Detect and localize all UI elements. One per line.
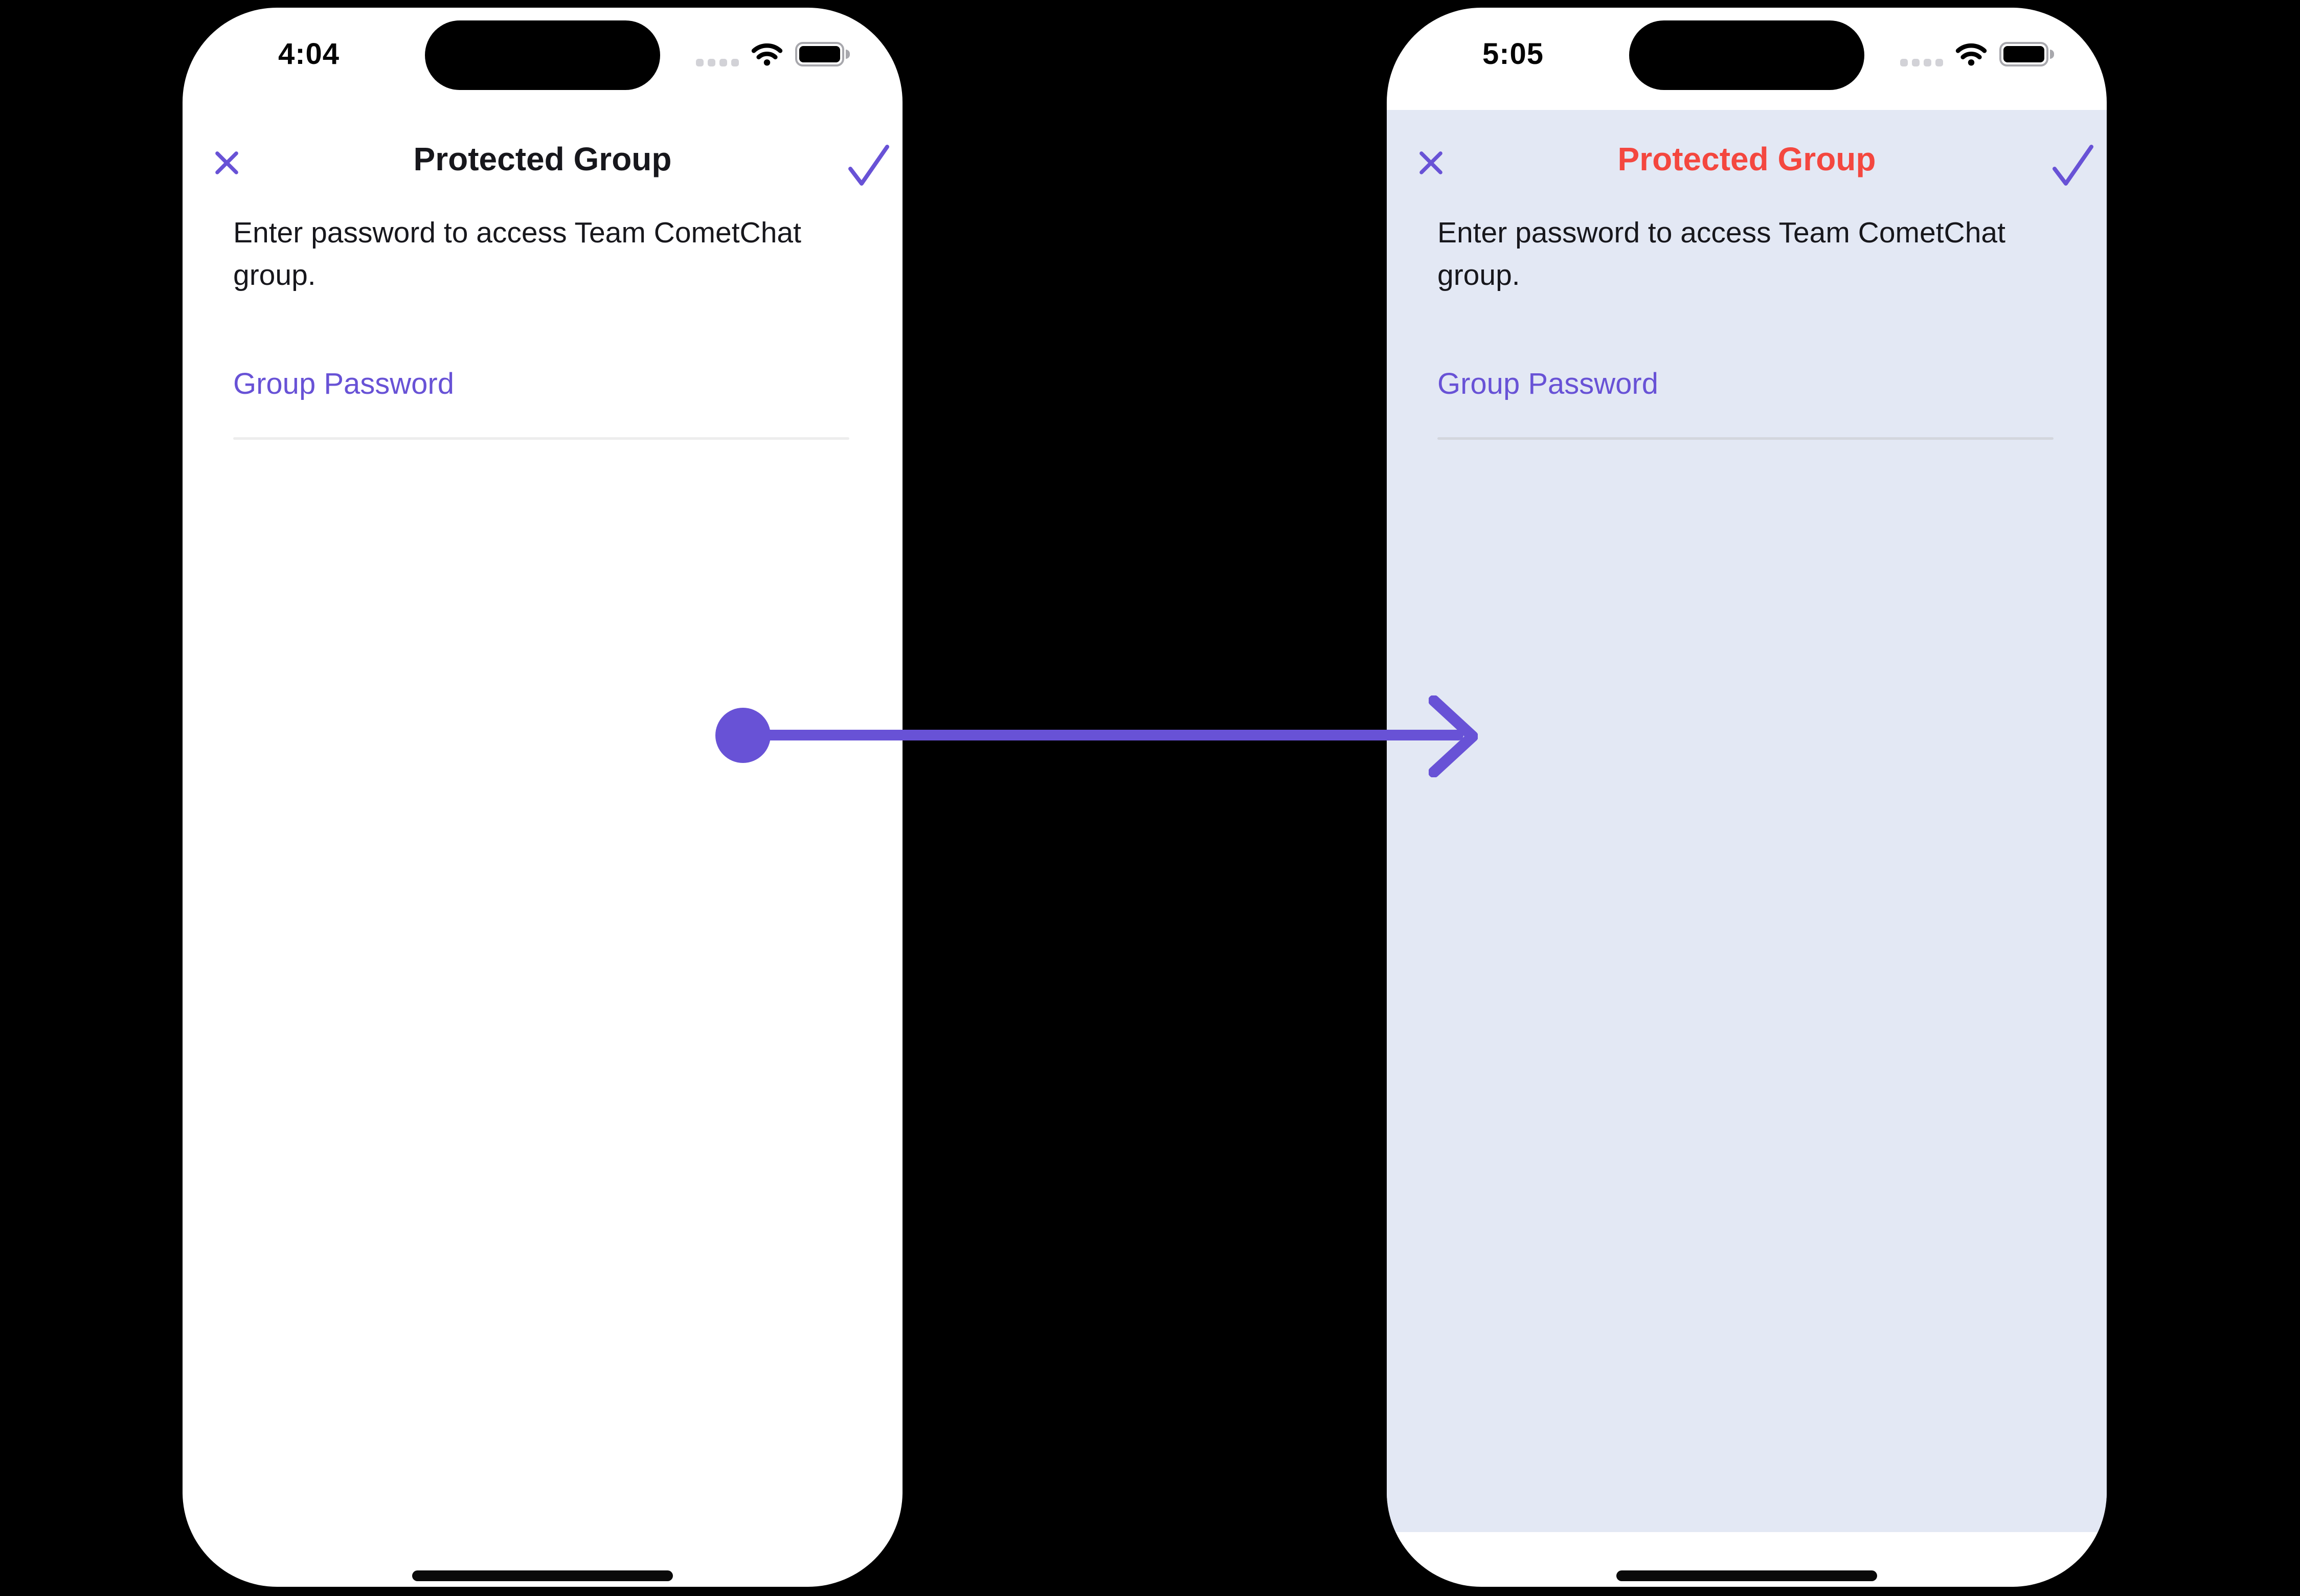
confirm-check-icon[interactable]	[847, 142, 891, 188]
field-underline	[233, 437, 849, 440]
page-title: Protected Group	[1617, 141, 1876, 177]
home-indicator[interactable]	[1616, 1570, 1877, 1581]
close-icon[interactable]	[1417, 149, 1445, 176]
group-password-field[interactable]: Group Password	[233, 361, 849, 442]
confirm-check-icon[interactable]	[2051, 142, 2095, 188]
group-password-label: Group Password	[233, 367, 454, 400]
group-password-label: Group Password	[1437, 367, 1658, 400]
battery-icon	[1999, 42, 2054, 66]
wifi-icon	[751, 43, 783, 66]
description-text: Enter password to access Team CometChat …	[1437, 216, 2005, 291]
arrow-head-icon	[1429, 695, 1478, 777]
cellular-signal-icon	[696, 58, 739, 66]
field-underline	[1437, 437, 2054, 440]
arrow-line	[741, 730, 1463, 740]
page-title: Protected Group	[413, 141, 672, 177]
phone-after: 5:05 Protected Group Enter password to a…	[1387, 8, 2107, 1587]
phone-before: 4:04 Protected Group Enter password to a…	[183, 8, 903, 1587]
wifi-icon	[1955, 43, 1987, 66]
status-icons	[1900, 42, 2054, 66]
cellular-signal-icon	[1900, 58, 1943, 66]
dynamic-island	[1629, 20, 1864, 90]
status-time: 5:05	[1482, 37, 1544, 71]
tinted-content-background	[1387, 110, 2107, 1532]
status-icons	[696, 42, 850, 66]
description-text: Enter password to access Team CometChat …	[233, 216, 801, 291]
dynamic-island	[425, 20, 660, 90]
home-indicator[interactable]	[412, 1570, 673, 1581]
close-icon[interactable]	[213, 149, 240, 176]
battery-icon	[795, 42, 850, 66]
group-password-field[interactable]: Group Password	[1437, 361, 2054, 442]
status-time: 4:04	[278, 37, 340, 71]
